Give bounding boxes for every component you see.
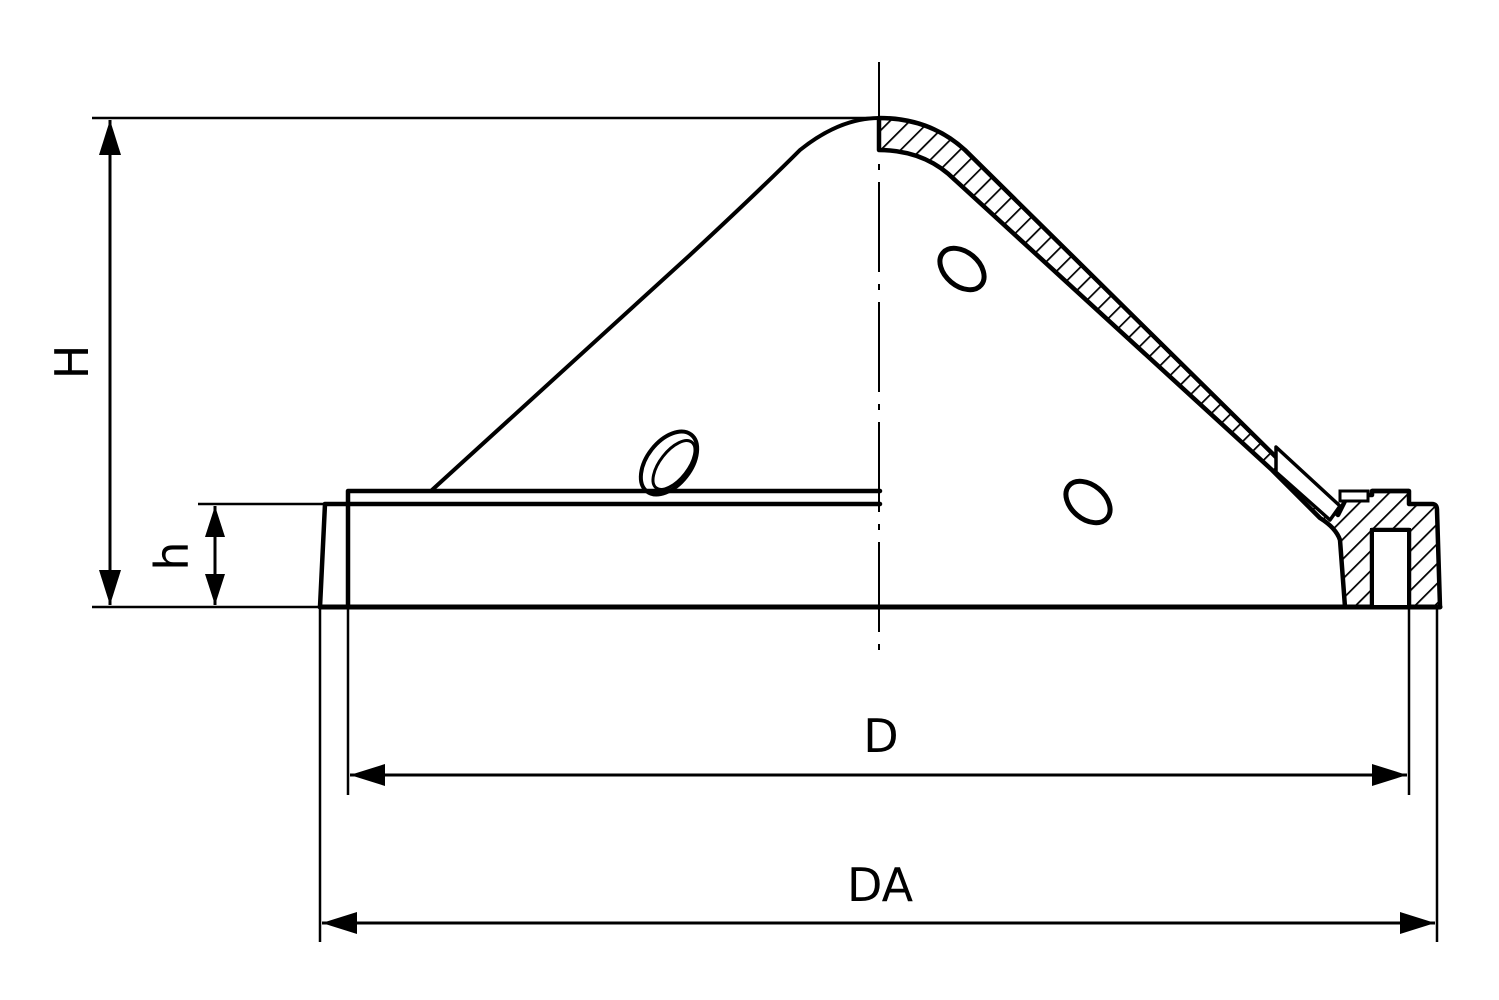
oval-holes-right xyxy=(937,245,1113,526)
oval-hole-upper xyxy=(937,245,987,293)
dimension-h: h xyxy=(145,506,225,605)
cone-section-right xyxy=(876,115,1443,610)
dimension-D: D xyxy=(350,709,1407,786)
oval-hole-left xyxy=(638,429,700,497)
cone-outline-left xyxy=(430,116,881,492)
dimension-H: H xyxy=(45,120,121,605)
cone-wall-unhatched xyxy=(1274,445,1342,522)
rim-notch xyxy=(1338,489,1370,503)
dimension-label-DA: DA xyxy=(847,858,914,912)
rim-cavity xyxy=(1370,528,1411,609)
base-rim-left xyxy=(317,488,1443,610)
dimension-DA: DA xyxy=(322,858,1435,934)
dimension-label-H: H xyxy=(45,345,99,380)
extension-lines xyxy=(92,116,1439,942)
dimension-label-h: h xyxy=(145,541,199,570)
dimension-label-D: D xyxy=(863,709,898,763)
oval-hole-lower xyxy=(1063,478,1113,526)
